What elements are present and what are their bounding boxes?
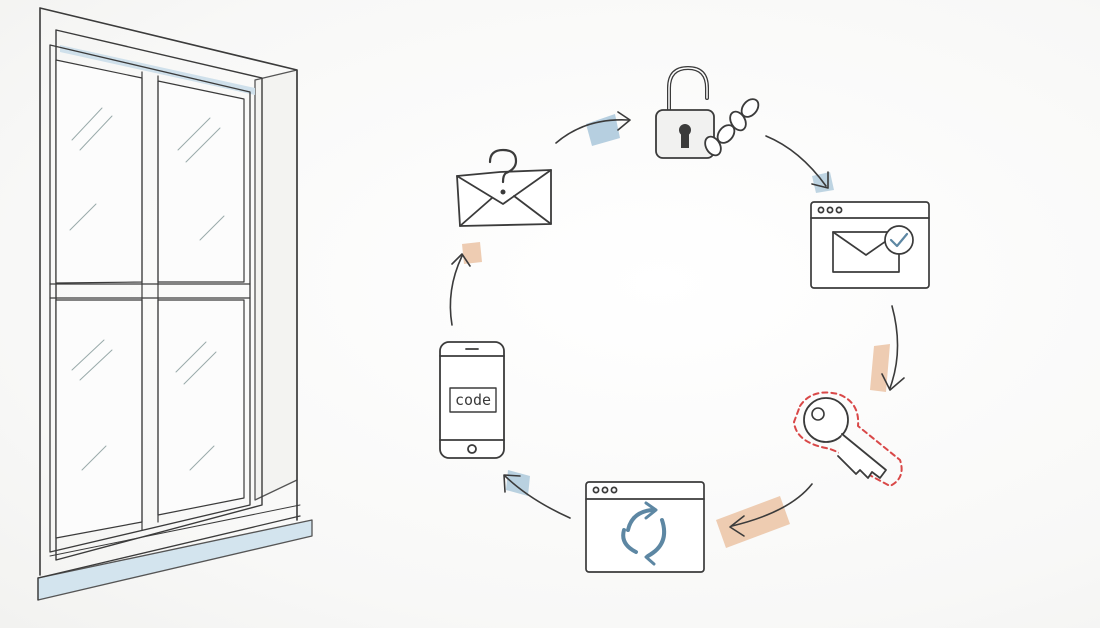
browser-email-check-icon: [810, 201, 930, 289]
phone-code-label: code: [455, 391, 491, 409]
arrow-2: [765, 135, 827, 187]
arrow-4: [731, 483, 813, 527]
arrow-3: [889, 305, 899, 389]
window-illustration: [37, 7, 313, 601]
phone-code-icon: code: [439, 341, 505, 459]
key-dashed-outline-icon: [793, 391, 903, 487]
browser-refresh-icon: [585, 481, 705, 573]
arrow-6: [449, 255, 463, 326]
cycle-arrows: [449, 111, 905, 537]
arrow-5: [504, 475, 571, 519]
open-padlock-chain-icon: [655, 66, 760, 159]
envelope-question-icon: [456, 148, 552, 227]
arrow-1: [555, 119, 629, 144]
accent-highlights: [462, 114, 890, 548]
